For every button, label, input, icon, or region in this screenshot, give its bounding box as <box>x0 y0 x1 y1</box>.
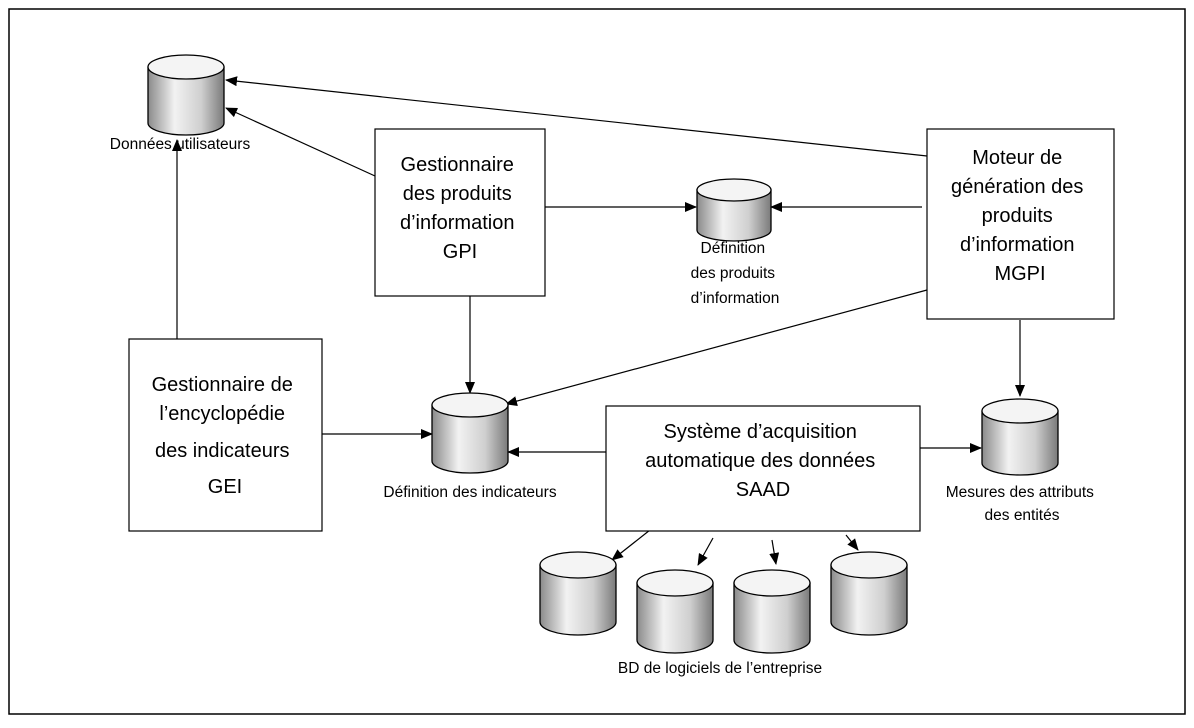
box-saad-label: Système d’acquisition automatique des do… <box>645 421 881 501</box>
label-bd-logiciels: BD de logiciels de l’entreprise <box>618 660 822 677</box>
arrow-saad-to-bd-2 <box>697 537 714 566</box>
arrow-saad-to-bd-4 <box>845 534 859 551</box>
db-bd-logiciel-4-icon <box>830 551 908 636</box>
db-bd-logiciel-2-icon <box>636 569 714 654</box>
label-donnees-utilisateurs: Données utilisateurs <box>110 136 251 153</box>
label-mesures-attributs: Mesures des attributs des entités <box>946 484 1099 524</box>
box-mgpi-label: Moteur de génération des produits d’info… <box>951 147 1089 285</box>
arrow-saad-to-bd-1 <box>611 529 651 561</box>
arrow-saad-to-bd-3 <box>769 539 780 565</box>
db-definition-produits-icon <box>696 178 772 242</box>
box-gpi-label: Gestionnaire des produits d’information … <box>400 154 520 263</box>
box-gpi: Gestionnaire des produits d’information … <box>374 128 546 297</box>
box-mgpi: Moteur de génération des produits d’info… <box>926 128 1115 320</box>
arrow-mgpi-to-donnees-utilisateurs <box>225 76 928 157</box>
arrow-mgpi-to-definition-indicateurs <box>505 289 928 406</box>
box-saad: Système d’acquisition automatique des do… <box>605 405 921 532</box>
box-gei-label: Gestionnaire de l’encyclopédie des indic… <box>152 374 299 498</box>
db-definition-indicateurs-icon <box>431 392 509 474</box>
db-bd-logiciel-3-icon <box>733 569 811 654</box>
arrow-gpi-to-donnees-utilisateurs <box>225 107 376 177</box>
db-bd-logiciel-1-icon <box>539 551 617 636</box>
label-definition-produits: Définition des produits d’information <box>691 240 780 307</box>
label-definition-indicateurs: Définition des indicateurs <box>383 484 556 501</box>
db-mesures-attributs-icon <box>981 398 1059 476</box>
db-donnees-utilisateurs-icon <box>147 54 225 136</box>
box-gei: Gestionnaire de l’encyclopédie des indic… <box>128 338 323 532</box>
connectors <box>172 76 1025 566</box>
